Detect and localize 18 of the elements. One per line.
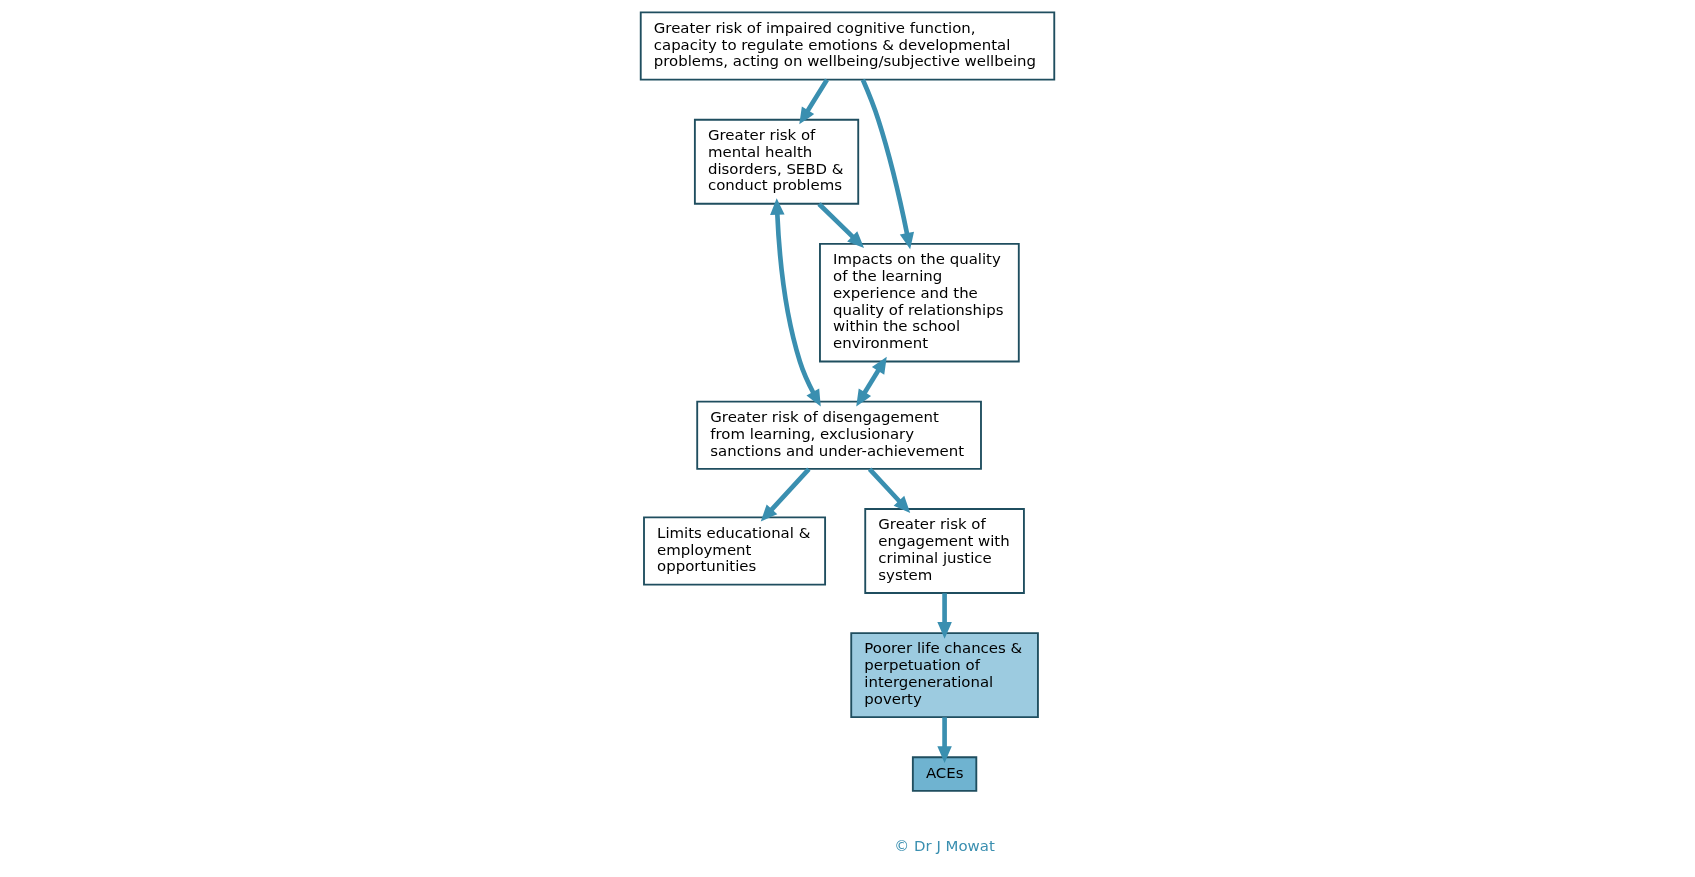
arrow bbox=[799, 78, 829, 125]
arrow bbox=[860, 78, 915, 250]
node-box: Limits educational & employment opportunities bbox=[643, 516, 827, 586]
arrow bbox=[817, 202, 865, 248]
node-box: Poorer life chances & perpetuation of intergenerational poverty bbox=[850, 632, 1039, 719]
arrow bbox=[937, 717, 952, 763]
arrow bbox=[937, 593, 952, 639]
node-box: Greater risk of impaired cognitive function, capacity to regulate emotions & developmental problems, acting on wellbeing/subjective wellbeing bbox=[639, 11, 1056, 81]
arrow bbox=[770, 198, 821, 407]
label: © Dr J Mowat bbox=[894, 837, 995, 856]
node-box: Greater risk of disengagement from learning, exclusionary sanctions and under-achievement bbox=[696, 400, 982, 470]
node-box: Greater risk of mental health disorders, SEBD & conduct problems bbox=[693, 118, 860, 205]
node-box: ACEs bbox=[911, 756, 978, 792]
arrow bbox=[760, 467, 811, 522]
node-box: Greater risk of engagement with criminal justice system bbox=[864, 508, 1025, 594]
arrow bbox=[856, 356, 887, 407]
arrow bbox=[867, 467, 911, 513]
node-box: Impacts on the quality of the learning experience and the quality of relationships within the school environment bbox=[819, 242, 1020, 363]
